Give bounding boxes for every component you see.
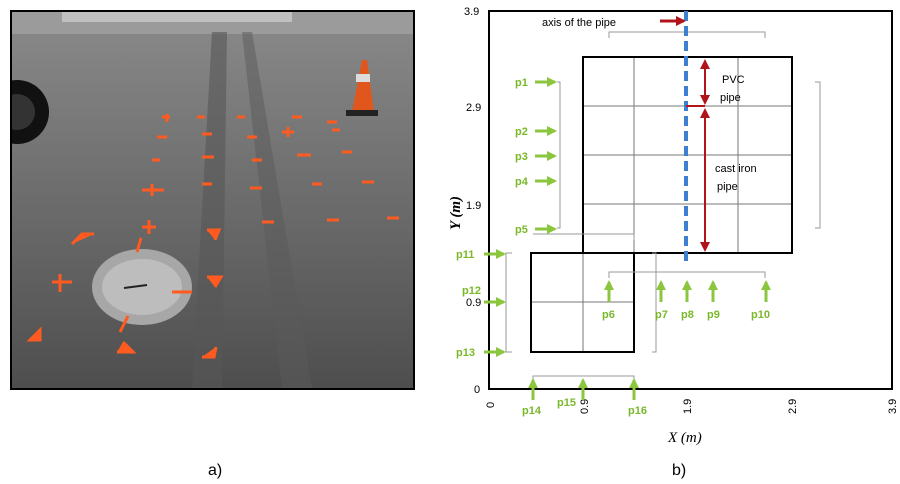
p14-label: p14 xyxy=(522,405,542,417)
p3-label: p3 xyxy=(515,151,528,163)
road-photo-illustration xyxy=(12,12,413,388)
p10-label: p10 xyxy=(751,309,770,321)
x-axis-title: X (m) xyxy=(667,430,702,446)
x-tick-0.9: 0.9 xyxy=(579,399,591,414)
p4-label: p4 xyxy=(515,176,529,188)
survey-marks xyxy=(26,114,399,359)
y-tick-0: 0 xyxy=(474,384,480,396)
traffic-cone xyxy=(352,60,374,112)
y-tick-0.9: 0.9 xyxy=(466,297,481,309)
p15-label: p15 xyxy=(557,397,576,409)
p16-label: p16 xyxy=(628,405,647,417)
castiron-label: cast iron xyxy=(715,163,757,175)
y-tick-2.9: 2.9 xyxy=(466,102,481,114)
measurement-brackets xyxy=(505,31,821,380)
p6-label: p6 xyxy=(602,309,615,321)
p8-label: p8 xyxy=(681,309,694,321)
castiron-pipe-label: pipe xyxy=(717,181,738,193)
p13-label: p13 xyxy=(456,347,475,359)
y-tick-1.9: 1.9 xyxy=(466,200,481,212)
p2-label: p2 xyxy=(515,126,528,138)
pvc-label: PVC xyxy=(722,74,745,86)
p7-label: p7 xyxy=(655,309,668,321)
x-tick-1.9: 1.9 xyxy=(682,399,694,414)
p5-label: p5 xyxy=(515,224,528,236)
pvc-pipe-label: pipe xyxy=(720,92,741,104)
x-tick-2.9: 2.9 xyxy=(787,399,799,414)
p1-label: p1 xyxy=(515,77,528,89)
y-tick-3.9: 3.9 xyxy=(464,6,479,18)
p12-label: p12 xyxy=(462,285,481,297)
y-axis-title: Y (m) xyxy=(448,196,464,230)
caption-a: a) xyxy=(208,462,223,479)
x-tick-3.9: 3.9 xyxy=(887,399,899,414)
lower-grid-frame xyxy=(530,252,635,353)
plot-frame xyxy=(488,10,893,390)
axis-of-pipe-label: axis of the pipe xyxy=(542,17,616,29)
p11-label: p11 xyxy=(456,249,474,261)
p9-label: p9 xyxy=(707,309,720,321)
road-photo xyxy=(10,10,415,390)
lower-grid xyxy=(531,253,634,352)
x-tick-0: 0 xyxy=(485,402,497,408)
caption-b: b) xyxy=(672,462,687,479)
